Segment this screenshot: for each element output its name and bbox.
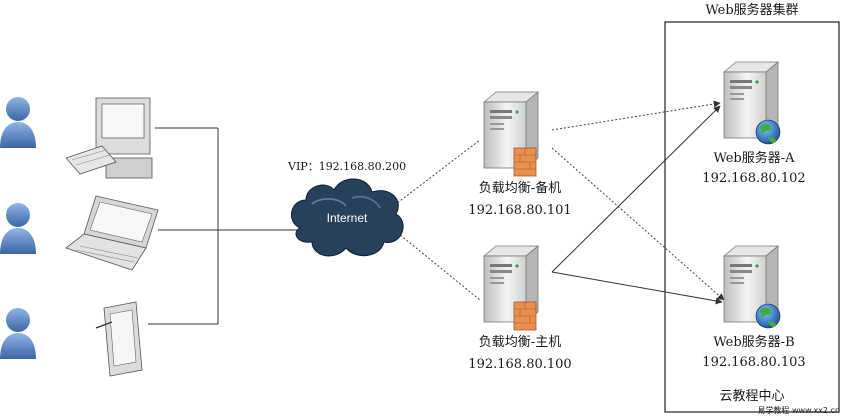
lb-master-name: 负载均衡-主机: [479, 335, 561, 350]
cluster-footer: 云教程中心: [719, 388, 784, 404]
user-icon: [0, 97, 36, 148]
web-a-name: Web服务器-A: [713, 150, 795, 166]
lb-backup-ip: 192.168.80.101: [468, 203, 571, 218]
web-b-name: Web服务器-B: [713, 334, 794, 350]
laptop-icon: [65, 195, 159, 271]
firewall-icon: [513, 301, 537, 331]
lb-master-server-icon: [483, 245, 539, 331]
internet-cloud-icon: [291, 178, 404, 257]
cluster-frame: [664, 21, 840, 413]
cluster-title: Web服务器集群: [705, 2, 798, 18]
web-server-a-icon: [723, 61, 781, 145]
vip-label: VIP：192.168.80.200: [287, 160, 406, 173]
web-a-ip: 192.168.80.102: [702, 171, 805, 186]
web-links: [551, 100, 725, 305]
lb-links: [387, 139, 481, 301]
desktop-computer-icon: [65, 97, 153, 179]
internet-label: Internet: [327, 211, 368, 225]
watermark: 易学教程 www.xx2.cn: [757, 405, 840, 415]
client-links: [148, 127, 300, 325]
web-b-ip: 192.168.80.103: [702, 355, 805, 370]
web-server-b-icon: [723, 245, 781, 329]
globe-icon: [755, 303, 781, 329]
globe-icon: [755, 119, 781, 145]
lb-backup-name: 负载均衡-备机: [479, 180, 561, 196]
user-icon: [0, 203, 36, 254]
tablet-icon: [95, 301, 143, 377]
firewall-icon: [513, 147, 537, 177]
user-icon: [0, 308, 36, 359]
lb-master-ip: 192.168.80.100: [468, 357, 571, 372]
lb-backup-server-icon: [483, 91, 539, 177]
